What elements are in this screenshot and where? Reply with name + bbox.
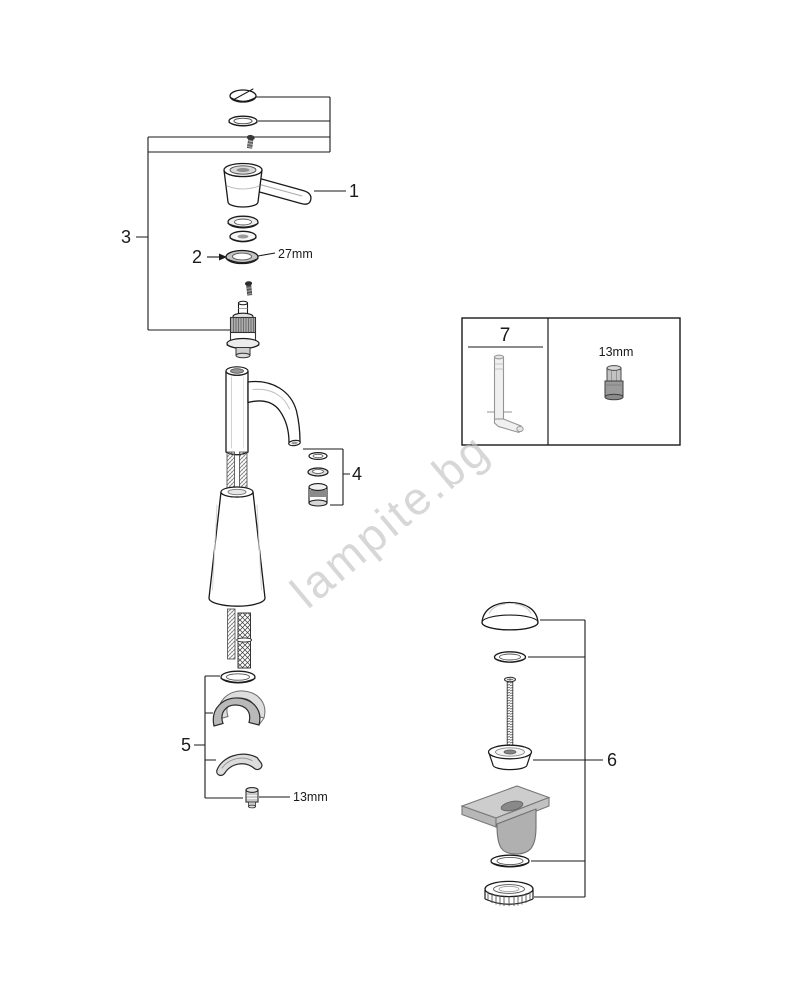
- callout-2: 2: [192, 247, 202, 267]
- part-cover-cap: [229, 88, 257, 103]
- part-aerator-ring: [307, 467, 329, 477]
- part-drain-body-ghost: [460, 785, 551, 855]
- part-cartridge-nut-27mm: [225, 249, 259, 265]
- socket-bit-13mm: [604, 365, 624, 401]
- part-supply-hoses-upper: [226, 451, 248, 491]
- label-13mm-bolt: 13mm: [293, 790, 328, 804]
- bracket-group-4: [303, 448, 350, 506]
- leader-lines: [136, 96, 603, 898]
- part-mounting-clamp: [212, 690, 266, 727]
- faucet-assembly: [208, 88, 312, 809]
- callout-4: 4: [352, 464, 362, 484]
- bracket-group-6: [528, 619, 603, 898]
- callout-6: 6: [607, 750, 617, 770]
- part-clamp-wrench: [216, 753, 263, 776]
- callout-7: 7: [500, 325, 511, 346]
- hex-service-tool: [487, 354, 524, 434]
- part-cartridge: [226, 300, 260, 359]
- callout-3: 3: [121, 227, 131, 247]
- part-dome-cap: [229, 230, 257, 243]
- part-drain-oring: [493, 651, 527, 663]
- part-grub-screw-top: [246, 134, 255, 149]
- part-cone-shank: [208, 486, 266, 607]
- part-retaining-ring: [227, 215, 259, 229]
- callout-1: 1: [349, 181, 359, 201]
- part-lever-handle: [223, 162, 312, 208]
- part-mounting-bolt-13mm: [245, 787, 259, 809]
- part-aerator-insert: [308, 483, 328, 507]
- leader-27mm: [257, 252, 276, 257]
- bracket-group-3: [136, 96, 331, 331]
- part-top-washer: [228, 115, 258, 127]
- part-faucet-body-spout: [225, 366, 301, 456]
- arrowhead-callout-2: [219, 253, 227, 261]
- part-aerator-oring: [308, 452, 328, 461]
- service-tool-box: [461, 317, 681, 446]
- part-grub-screw-cartridge: [244, 281, 253, 296]
- part-base-oring: [220, 670, 256, 684]
- callout-5: 5: [181, 735, 191, 755]
- part-drain-screw: [504, 676, 516, 751]
- label-13mm-tool: 13mm: [599, 345, 634, 359]
- bracket-group-5: [194, 675, 243, 799]
- part-drain-flange: [487, 744, 533, 771]
- faucet-body: [225, 370, 249, 456]
- drain-assembly: [460, 601, 551, 907]
- faucet-spout: [247, 380, 301, 444]
- watermark-text: lampite.bg: [281, 422, 500, 618]
- aerator-assembly: [307, 452, 329, 507]
- part-drain-washer: [490, 854, 530, 868]
- part-drain-locknut: [484, 880, 534, 907]
- label-27mm: 27mm: [278, 247, 313, 261]
- part-drain-plug-cap: [481, 601, 539, 631]
- part-supply-hoses-lower: [227, 608, 253, 669]
